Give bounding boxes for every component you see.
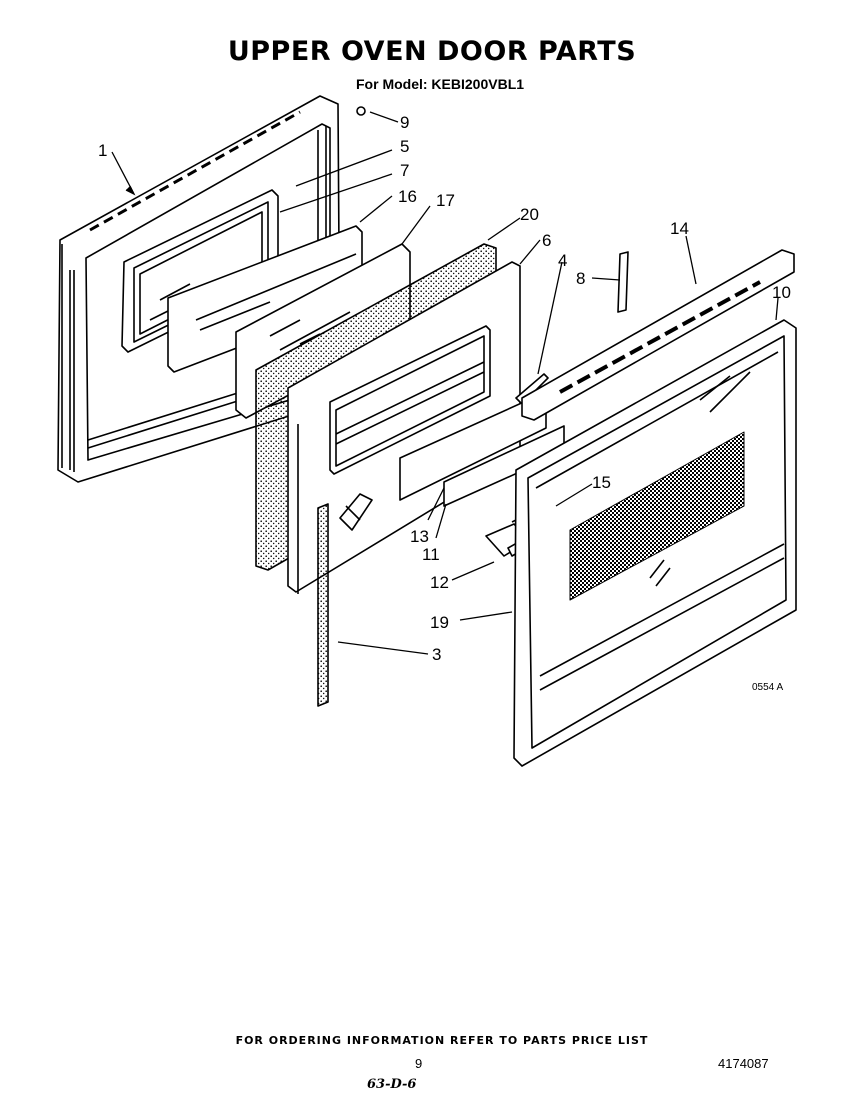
- callout-15: 15: [592, 473, 611, 492]
- part-8-clip: [617, 251, 629, 313]
- callout-1: 1: [98, 141, 107, 160]
- callout-6: 6: [542, 231, 551, 250]
- page-title: UPPER OVEN DOOR PARTS: [227, 36, 637, 67]
- leader-lines: [111, 111, 779, 655]
- handwritten-note: 63-D-6: [367, 1077, 417, 1092]
- callout-10: 10: [772, 283, 791, 302]
- callout-labels: 1 5 7 9 16 17 20 6 4 8 14 10 15 13 11 12…: [98, 113, 791, 664]
- callout-20: 20: [520, 205, 539, 224]
- model-subtitle: For Model: KEBI200VBL1: [356, 76, 525, 92]
- callout-5: 5: [400, 137, 409, 156]
- figure-code: 0554 A: [752, 682, 783, 693]
- callout-17: 17: [436, 191, 455, 210]
- callout-19: 19: [430, 613, 449, 632]
- part-10-outer-door: [513, 319, 797, 767]
- callout-4: 4: [558, 251, 567, 270]
- callout-16: 16: [398, 187, 417, 206]
- callout-3: 3: [432, 645, 441, 664]
- part-13-panel: [399, 391, 547, 501]
- ordering-info-footer: FOR ORDERING INFORMATION REFER TO PARTS …: [235, 1034, 649, 1047]
- callout-9: 9: [400, 113, 409, 132]
- part-9-screw: [356, 106, 366, 116]
- callout-7: 7: [400, 161, 409, 180]
- page-number: 9: [415, 1056, 423, 1071]
- part-14-top-trim: [521, 249, 795, 421]
- callout-13: 13: [410, 527, 429, 546]
- part-6-door-panel: [287, 261, 521, 594]
- part-3-side-trim: [317, 503, 329, 707]
- callout-8: 8: [576, 269, 585, 288]
- callout-11: 11: [422, 545, 440, 564]
- document-number: 4174087: [718, 1056, 769, 1071]
- callout-12: 12: [430, 573, 449, 592]
- callout-14: 14: [670, 219, 689, 238]
